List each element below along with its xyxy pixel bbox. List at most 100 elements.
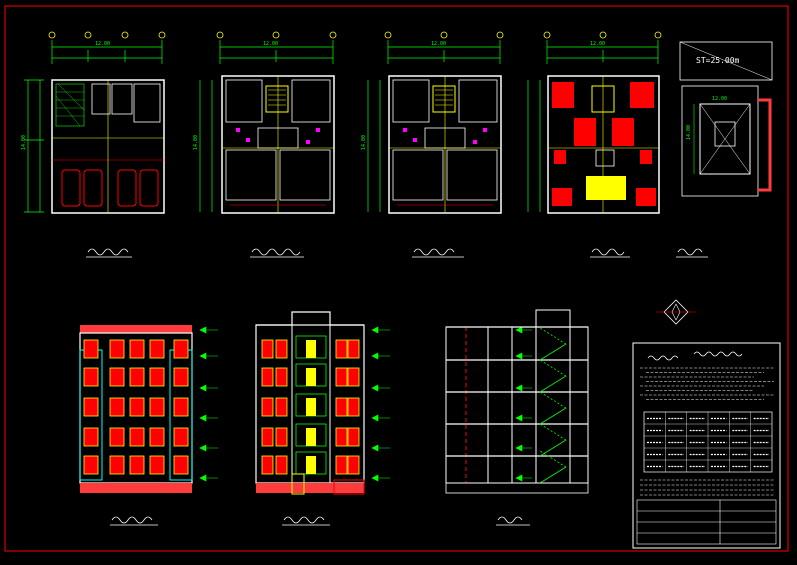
typical-floor-plan-a: 12.00 14.00: [193, 31, 337, 214]
window: [83, 455, 99, 475]
north-arrow-icon: [656, 299, 696, 325]
plan-captions: [86, 248, 708, 258]
side-windows: [83, 339, 189, 475]
stair-shaft: [535, 309, 571, 484]
window: [129, 427, 145, 447]
typical-floor-plan-b: 12.00 14.00: [361, 31, 504, 214]
window: [261, 367, 274, 387]
stair-core: [265, 85, 289, 113]
street-label: ST=25.00m: [696, 56, 740, 65]
plan-depth-dimension: 14.00: [21, 135, 27, 150]
stair-flight: [539, 327, 567, 345]
garage-door: [333, 479, 365, 495]
notes-text: [640, 367, 774, 400]
front-elevation: [255, 311, 365, 495]
front-windows: [261, 339, 360, 475]
window: [149, 455, 165, 475]
window: [261, 339, 274, 359]
level-marker: [515, 326, 532, 334]
window: [275, 455, 288, 475]
window: [275, 397, 288, 417]
site-depth-dimension: 14.00: [686, 125, 692, 140]
window: [149, 397, 165, 417]
level-marker: [515, 444, 532, 452]
level-marker: [515, 384, 532, 392]
level-marker: [371, 474, 390, 482]
window: [129, 339, 145, 359]
level-marker: [371, 444, 390, 452]
stair-tower-glazing: [295, 335, 327, 475]
ground-brick-band: [256, 483, 364, 493]
window: [129, 367, 145, 387]
window: [173, 455, 189, 475]
elevation-captions: [110, 516, 530, 526]
building-outline: [547, 75, 660, 214]
level-marker: [199, 444, 218, 452]
window: [109, 455, 125, 475]
stair-flight: [539, 450, 567, 468]
window: [83, 427, 99, 447]
stair-flight: [539, 343, 567, 361]
window: [173, 427, 189, 447]
level-marker: [371, 384, 390, 392]
plan-width-dimension: 12.00: [95, 41, 110, 47]
window: [83, 397, 99, 417]
plan-depth-dimension: 14.00: [361, 135, 367, 150]
window: [149, 427, 165, 447]
window: [129, 455, 145, 475]
window: [83, 339, 99, 359]
window: [149, 339, 165, 359]
stair-flight: [539, 466, 567, 484]
window: [347, 427, 360, 447]
area-table: [640, 411, 774, 496]
site-width-dimension: 12.00: [712, 96, 727, 102]
window: [173, 367, 189, 387]
tower-glazing-fill: [306, 368, 316, 386]
window: [109, 367, 125, 387]
window: [261, 397, 274, 417]
level-marker: [199, 474, 218, 482]
stair-hatch: [55, 83, 85, 127]
window: [129, 397, 145, 417]
window: [109, 397, 125, 417]
building-footprint: [699, 103, 751, 175]
level-marker: [199, 326, 218, 334]
window: [83, 367, 99, 387]
window: [335, 367, 348, 387]
window: [173, 339, 189, 359]
street-box: [679, 41, 773, 81]
window: [109, 427, 125, 447]
stair-flight: [539, 391, 567, 409]
furnished-floor-plan: 12.00: [527, 31, 662, 214]
window: [335, 397, 348, 417]
level-marker: [199, 352, 218, 360]
level-marker: [371, 352, 390, 360]
plan-depth-dimension: 14.00: [193, 135, 199, 150]
window: [173, 397, 189, 417]
site-boundary: [681, 85, 759, 197]
plan-width-dimension: 12.00: [431, 41, 446, 47]
window: [347, 397, 360, 417]
level-marker: [199, 414, 218, 422]
plan-width-dimension: 12.00: [263, 41, 278, 47]
ground-brick-band: [80, 483, 192, 493]
window: [335, 455, 348, 475]
furniture-fills: [552, 82, 656, 206]
level-marker: [515, 474, 532, 482]
plan-width-dimension: 12.00: [590, 41, 605, 47]
window: [335, 339, 348, 359]
window: [149, 367, 165, 387]
window: [347, 339, 360, 359]
window: [109, 339, 125, 359]
signature-table: [636, 499, 777, 545]
window: [261, 455, 274, 475]
ground-floor-plan: 12.00 14.00: [21, 31, 166, 214]
level-marker: [515, 352, 532, 360]
site-plan: ST=25.00m 12.00 14.00: [679, 41, 773, 197]
roof-parapet-brick: [80, 325, 192, 333]
parking-bays: [61, 169, 159, 207]
tower-glazing-fill: [306, 398, 316, 416]
level-marker: [371, 414, 390, 422]
tower-glazing-fill: [306, 456, 316, 474]
